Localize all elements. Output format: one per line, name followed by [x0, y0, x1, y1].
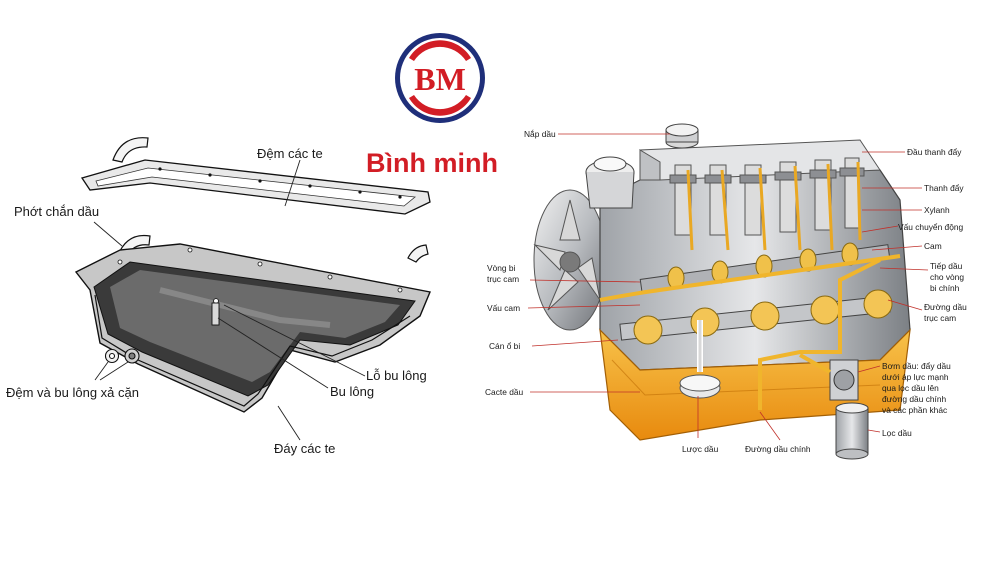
label-oil-seal: Phớt chắn dầu [14, 204, 99, 219]
label-rocker-end: Đầu thanh đẩy [907, 147, 962, 157]
label-pump-4: đường dầu chính [882, 394, 947, 404]
label-bearing-bar: Cán ổ bi [489, 341, 520, 351]
logo-arc-top [409, 40, 471, 61]
label-pushrod: Thanh đẩy [924, 183, 964, 193]
crankshaft [619, 289, 893, 345]
label-pump-2: dưới áp lực mạnh [882, 372, 949, 382]
main-oil-gallery [599, 254, 901, 302]
logo-inner-disc [400, 38, 480, 118]
label-cam-gallery-1: Đường dầu [924, 302, 967, 312]
seal-top-left [112, 137, 149, 163]
oil-strainer [679, 320, 721, 399]
label-pump-5: và các phần khác [882, 405, 947, 415]
label-pump-3: qua lọc dầu lên [882, 383, 939, 393]
engine-fan [533, 189, 607, 331]
label-cam-lobe: Vấu cam [487, 303, 520, 313]
air-intake [585, 156, 635, 209]
label-cam: Cam [924, 241, 942, 251]
logo-arc-bottom [409, 95, 471, 116]
pushrods [686, 161, 862, 251]
label-cam-bearing-1: Vòng bi [487, 263, 516, 273]
label-strainer: Lược dầu [682, 444, 719, 454]
label-gasket: Đệm các te [257, 146, 323, 161]
label-oil-feed-2: cho vòng [930, 272, 964, 282]
brand-name: Bình minh [366, 148, 498, 178]
brand-logo: BM Bình minh [366, 33, 498, 178]
label-cam-bearing-2: trục cam [487, 274, 519, 284]
label-cam-gallery-2: trục cam [924, 313, 956, 323]
label-oil-feed-3: bi chính [930, 283, 960, 293]
oil-pan-diagram: Đệm các te Phớt chắn dầu Đệm và bu lông … [6, 137, 431, 456]
seal-right [407, 244, 429, 263]
label-oil-feed-1: Tiếp dầu [930, 261, 963, 271]
label-pan-bottom: Đáy các te [274, 441, 335, 456]
label-cylinder: Xylanh [924, 205, 950, 215]
label-bolt: Bu lông [330, 384, 374, 399]
gasket-holes [158, 167, 402, 199]
label-lifter: Vấu chuyển động [898, 222, 964, 232]
oil-pump [799, 353, 859, 401]
label-pump-1: Bơm dầu: đẩy dầu [882, 361, 951, 371]
label-oil-sump: Cacte dầu [485, 387, 524, 397]
pan-bolt [211, 302, 220, 326]
oil-sump [599, 328, 911, 441]
engine-leader-lines [527, 133, 929, 441]
label-drain-washer-bolt: Đệm và bu lông xả cặn [6, 385, 139, 400]
engine-diagram: Nắp dầu Đầu thanh đẩy Thanh đẩy Xylanh V… [485, 123, 967, 460]
label-oil-cap: Nắp dầu [524, 129, 556, 139]
label-bolt-hole: Lỗ bu lông [366, 368, 427, 383]
label-oil-filter: Lọc dầu [882, 428, 912, 438]
oil-filter [835, 402, 869, 460]
logo-monogram: BM [414, 61, 466, 97]
label-main-gallery: Đường dầu chính [745, 444, 811, 454]
oil-cap [665, 123, 699, 149]
drain-washer-bolt [104, 348, 140, 364]
